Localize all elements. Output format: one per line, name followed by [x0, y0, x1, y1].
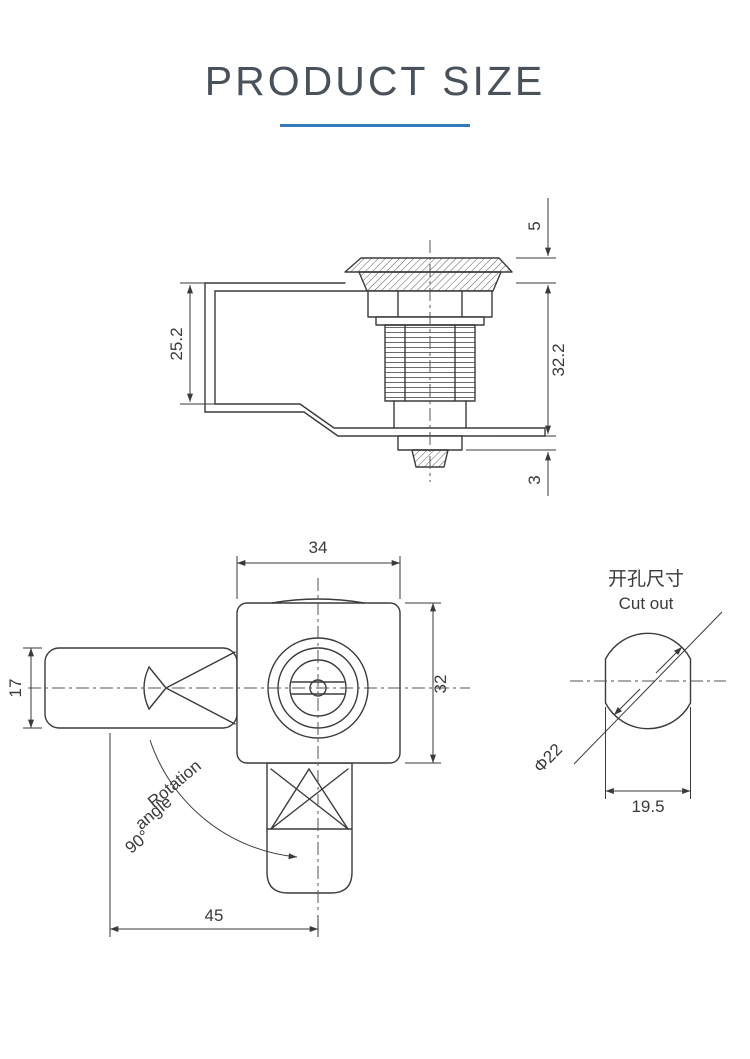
front-view-geometry [44, 598, 401, 894]
handle-fold-line [165, 687, 236, 725]
cutout-label-english: Cut out [619, 594, 674, 613]
dim-body-length: 32.2 [549, 343, 568, 376]
diameter-arrow [655, 646, 683, 674]
cutout-label-chinese: 开孔尺寸 [608, 568, 684, 590]
cutout-dimensions [573, 611, 723, 799]
cutout-double-d-shape [604, 632, 692, 730]
bracket-arm-upper-line [214, 403, 546, 429]
rotation-arc-arrow [149, 739, 298, 860]
cutout-view: 开孔尺寸 Cut out Φ22 19.5 [530, 568, 726, 816]
bracket-arm-lower-line [204, 411, 546, 437]
front-view: 34 32 17 45 Rotation angle 90° [6, 538, 470, 937]
dim-across-flats: 19.5 [631, 797, 664, 816]
dim-line-diameter [573, 611, 723, 765]
handle-fold-line [165, 651, 236, 689]
diameter-arrow [613, 688, 641, 716]
front-view-dimensions [23, 556, 441, 937]
dim-body-width: 34 [309, 538, 328, 557]
cam-fold-line [308, 768, 349, 830]
side-view-geometry [204, 257, 546, 468]
handle-tip-line [148, 687, 167, 710]
handle-tip-line [148, 666, 167, 689]
cam-fold-line [270, 768, 349, 830]
rotation-angle-label-line3: 90° [122, 826, 154, 857]
side-view-dimensions [180, 198, 556, 496]
page-title: PRODUCT SIZE [204, 58, 546, 104]
side-view: 5 32.2 3 25.2 [167, 198, 568, 496]
dim-overall-length: 45 [205, 906, 224, 925]
dim-diameter: Φ22 [530, 740, 566, 777]
cam-fold-line [270, 768, 310, 830]
cam-tongue [266, 762, 353, 894]
latch-head-cap [344, 257, 513, 273]
dim-head-height: 5 [525, 221, 544, 230]
dim-handle-width: 17 [6, 679, 25, 698]
dim-bracket-height: 25.2 [167, 327, 186, 360]
dim-cam-thickness: 3 [525, 475, 544, 484]
body-top-arc [271, 598, 365, 604]
dim-body-height: 32 [431, 675, 450, 694]
title-underline [280, 124, 470, 127]
